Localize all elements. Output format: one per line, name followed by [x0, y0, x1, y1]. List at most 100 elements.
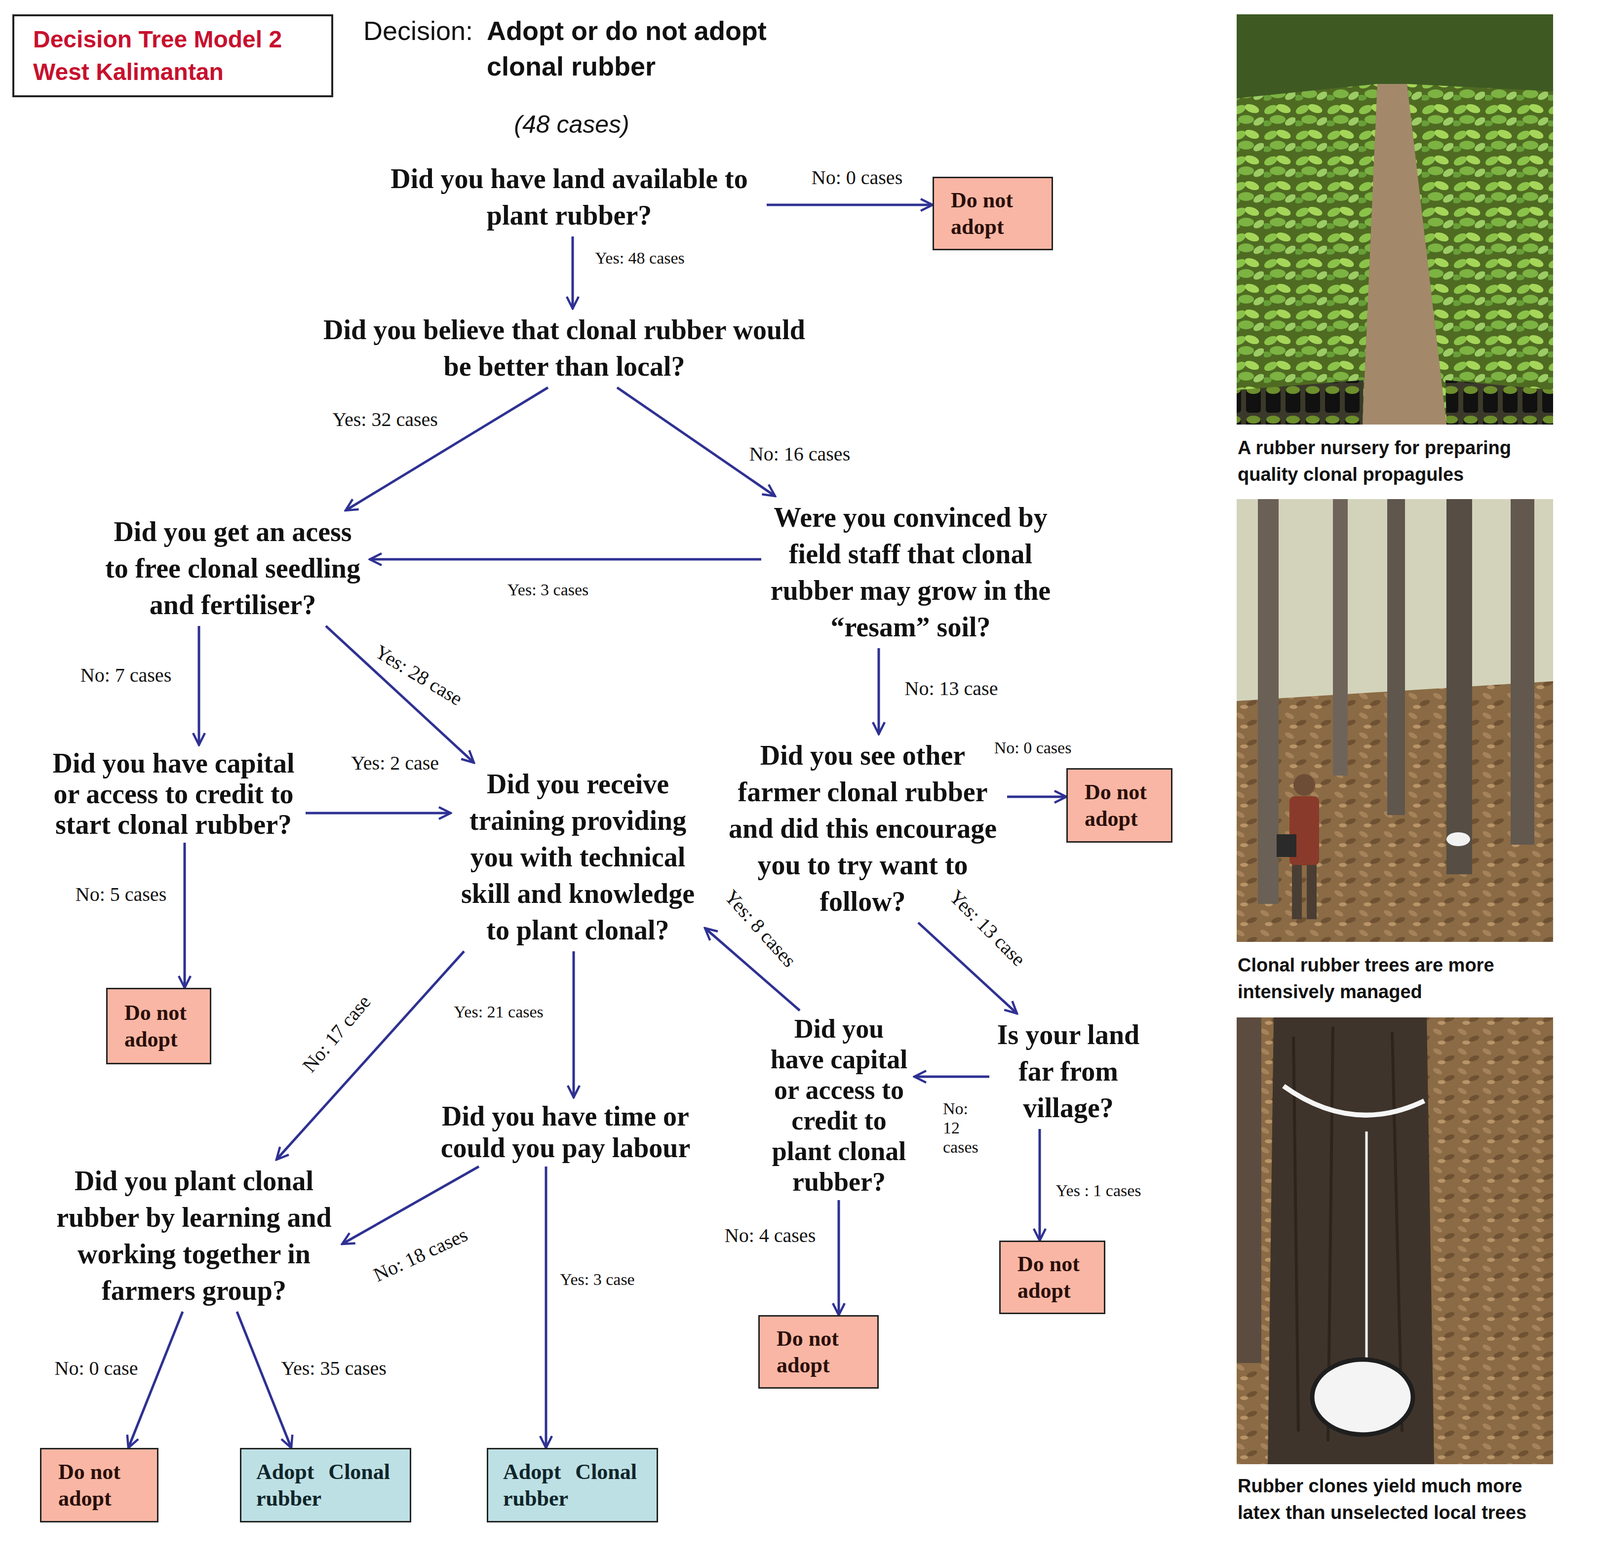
decision-arrow — [877, 648, 881, 735]
decision-question: Were you convinced by field staff that c… — [761, 496, 1060, 649]
edge-label: No: 7 cases — [78, 663, 174, 687]
decision-arrow — [197, 625, 201, 745]
node-text: Do not adopt — [776, 1325, 871, 1379]
decision-question: Did you have land available to plant rub… — [371, 157, 767, 237]
person-leg — [1306, 864, 1317, 920]
node-text: Did you have time or could you pay labou… — [433, 1100, 698, 1164]
decision-heading: Decision: — [363, 12, 473, 49]
case-count: (48 cases) — [513, 109, 629, 140]
tapping-photo — [1236, 1017, 1554, 1465]
edge-label: Yes: 21 cases — [451, 1002, 546, 1022]
tree-trunk — [1257, 499, 1279, 904]
node-text: Adopt Clonal rubber — [503, 1458, 650, 1513]
tree-trunk — [1332, 499, 1348, 776]
plantation-photo — [1236, 499, 1554, 942]
edge-label: Yes: 48 cases — [592, 248, 687, 268]
node-text: Did you receive training providing you w… — [455, 765, 701, 949]
decision-question: Did you have capital or access to credit… — [41, 744, 306, 843]
decision-arrow — [305, 812, 451, 815]
decision-question: Did you believe that clonal rubber would… — [307, 308, 821, 388]
node-text: Decision Tree Model 2 West Kalimantan — [33, 23, 322, 89]
node-text: Is your land far from village? — [994, 1016, 1143, 1127]
decision-arrow — [325, 625, 474, 763]
decision-question: Did you plant clonal rubber by learning … — [45, 1159, 343, 1312]
polybags — [1445, 380, 1554, 425]
node-text: Do not adopt — [950, 187, 1045, 241]
node-text: Did you have land available to plant rub… — [376, 160, 762, 234]
edge-label: Yes: 35 cases — [278, 1357, 389, 1380]
seedling-rows — [1236, 83, 1378, 425]
decision-arrow — [183, 842, 187, 988]
decision-arrow — [236, 1311, 292, 1448]
tree-trunk — [1236, 1017, 1262, 1364]
decision-arrow — [766, 203, 933, 207]
node-text: Do not adopt — [1084, 779, 1165, 833]
decision-question: Is your land far from village? — [989, 1013, 1148, 1130]
edge-label: No: 13 case — [902, 677, 1001, 701]
decision-question: Did you receive training providing you w… — [450, 762, 705, 952]
edge-label: No: 12 cases — [940, 1098, 990, 1157]
latex-cup — [1446, 832, 1471, 847]
edge-label: No: 5 cases — [73, 883, 169, 906]
node-text: Did you believe that clonal rubber would… — [312, 311, 817, 385]
decision-question: Did you have time or could you pay labou… — [428, 1097, 703, 1167]
polybags — [1236, 380, 1364, 425]
node-text: Did you have capital or access to credit… — [46, 747, 301, 840]
reject-outcome-box: Do not adopt — [758, 1315, 879, 1389]
latex-cup — [1312, 1359, 1413, 1435]
forest-floor — [1236, 1017, 1554, 1465]
photo-sky — [1236, 499, 1554, 942]
edge-label: No: 0 cases — [992, 738, 1074, 758]
edge-label: No: 17 case — [296, 989, 377, 1079]
decision-arrow — [572, 951, 576, 1098]
decision-arrow — [345, 387, 548, 511]
node-text: Do not adopt — [58, 1458, 151, 1513]
reject-outcome-box: Do not adopt — [39, 1447, 159, 1523]
edge-label: Yes: 2 case — [349, 751, 441, 775]
node-text: Do not adopt — [1017, 1250, 1097, 1305]
edge-label: Yes: 3 case — [557, 1269, 637, 1289]
photo-caption: Clonal rubber trees are more intensively… — [1237, 951, 1559, 1006]
edge-label: No: 0 case — [52, 1357, 141, 1380]
photo-caption: Rubber clones yield much more latex than… — [1237, 1472, 1559, 1526]
edge-label: No: 18 cases — [368, 1222, 473, 1288]
node-text: Did you have capital or access to credit… — [768, 1013, 910, 1198]
decision-question: Did you have capital or access to credit… — [763, 1010, 915, 1201]
decision-arrow — [276, 951, 465, 1160]
latex-drip — [1365, 1131, 1368, 1368]
photo-ground — [1236, 14, 1554, 425]
decision-question: Did you get an acess to free clonal seed… — [95, 510, 370, 626]
person-head — [1293, 774, 1316, 796]
reject-outcome-box: Do not adopt — [932, 176, 1054, 251]
tapping-cut — [1283, 1086, 1425, 1116]
reject-outcome-box: Do not adopt — [999, 1240, 1106, 1315]
node-text: Did you get an acess to free clonal seed… — [100, 513, 365, 624]
adopt-outcome-box: Adopt Clonal rubber — [239, 1447, 412, 1523]
edge-label: Yes: 28 case — [369, 639, 469, 712]
node-text: Were you convinced by field staff that c… — [766, 499, 1055, 646]
diagram-title: Adopt or do not adopt clonal rubber — [486, 12, 813, 84]
model-title-box: Decision Tree Model 2 West Kalimantan — [12, 14, 334, 98]
decision-arrow — [617, 387, 776, 497]
node-text: Did you plant clonal rubber by learning … — [50, 1162, 338, 1309]
reject-outcome-box: Do not adopt — [1066, 768, 1173, 843]
reject-outcome-box: Do not adopt — [106, 987, 212, 1065]
node-text: Do not adopt — [124, 999, 203, 1054]
decision-arrow — [571, 236, 575, 309]
tree-trunk — [1446, 499, 1473, 875]
tree-trunk — [1510, 499, 1535, 845]
edge-label: No: 0 cases — [809, 166, 905, 190]
tree-trunk — [1267, 1017, 1435, 1465]
edge-label: No: 4 cases — [722, 1224, 818, 1248]
decision-arrow — [1007, 795, 1067, 799]
edge-label: Yes: 32 cases — [330, 408, 440, 431]
bucket — [1276, 834, 1297, 858]
edge-label: Yes: 3 cases — [505, 580, 591, 600]
decision-arrow — [914, 1075, 990, 1079]
dirt-path — [1362, 83, 1447, 425]
edge-label: No: 16 cases — [747, 442, 853, 466]
edge-label: Yes: 8 cases — [718, 884, 802, 974]
decision-arrow — [837, 1200, 841, 1316]
node-text: Adopt Clonal rubber — [256, 1458, 403, 1513]
photo-caption: A rubber nursery for preparing quality c… — [1237, 434, 1559, 488]
